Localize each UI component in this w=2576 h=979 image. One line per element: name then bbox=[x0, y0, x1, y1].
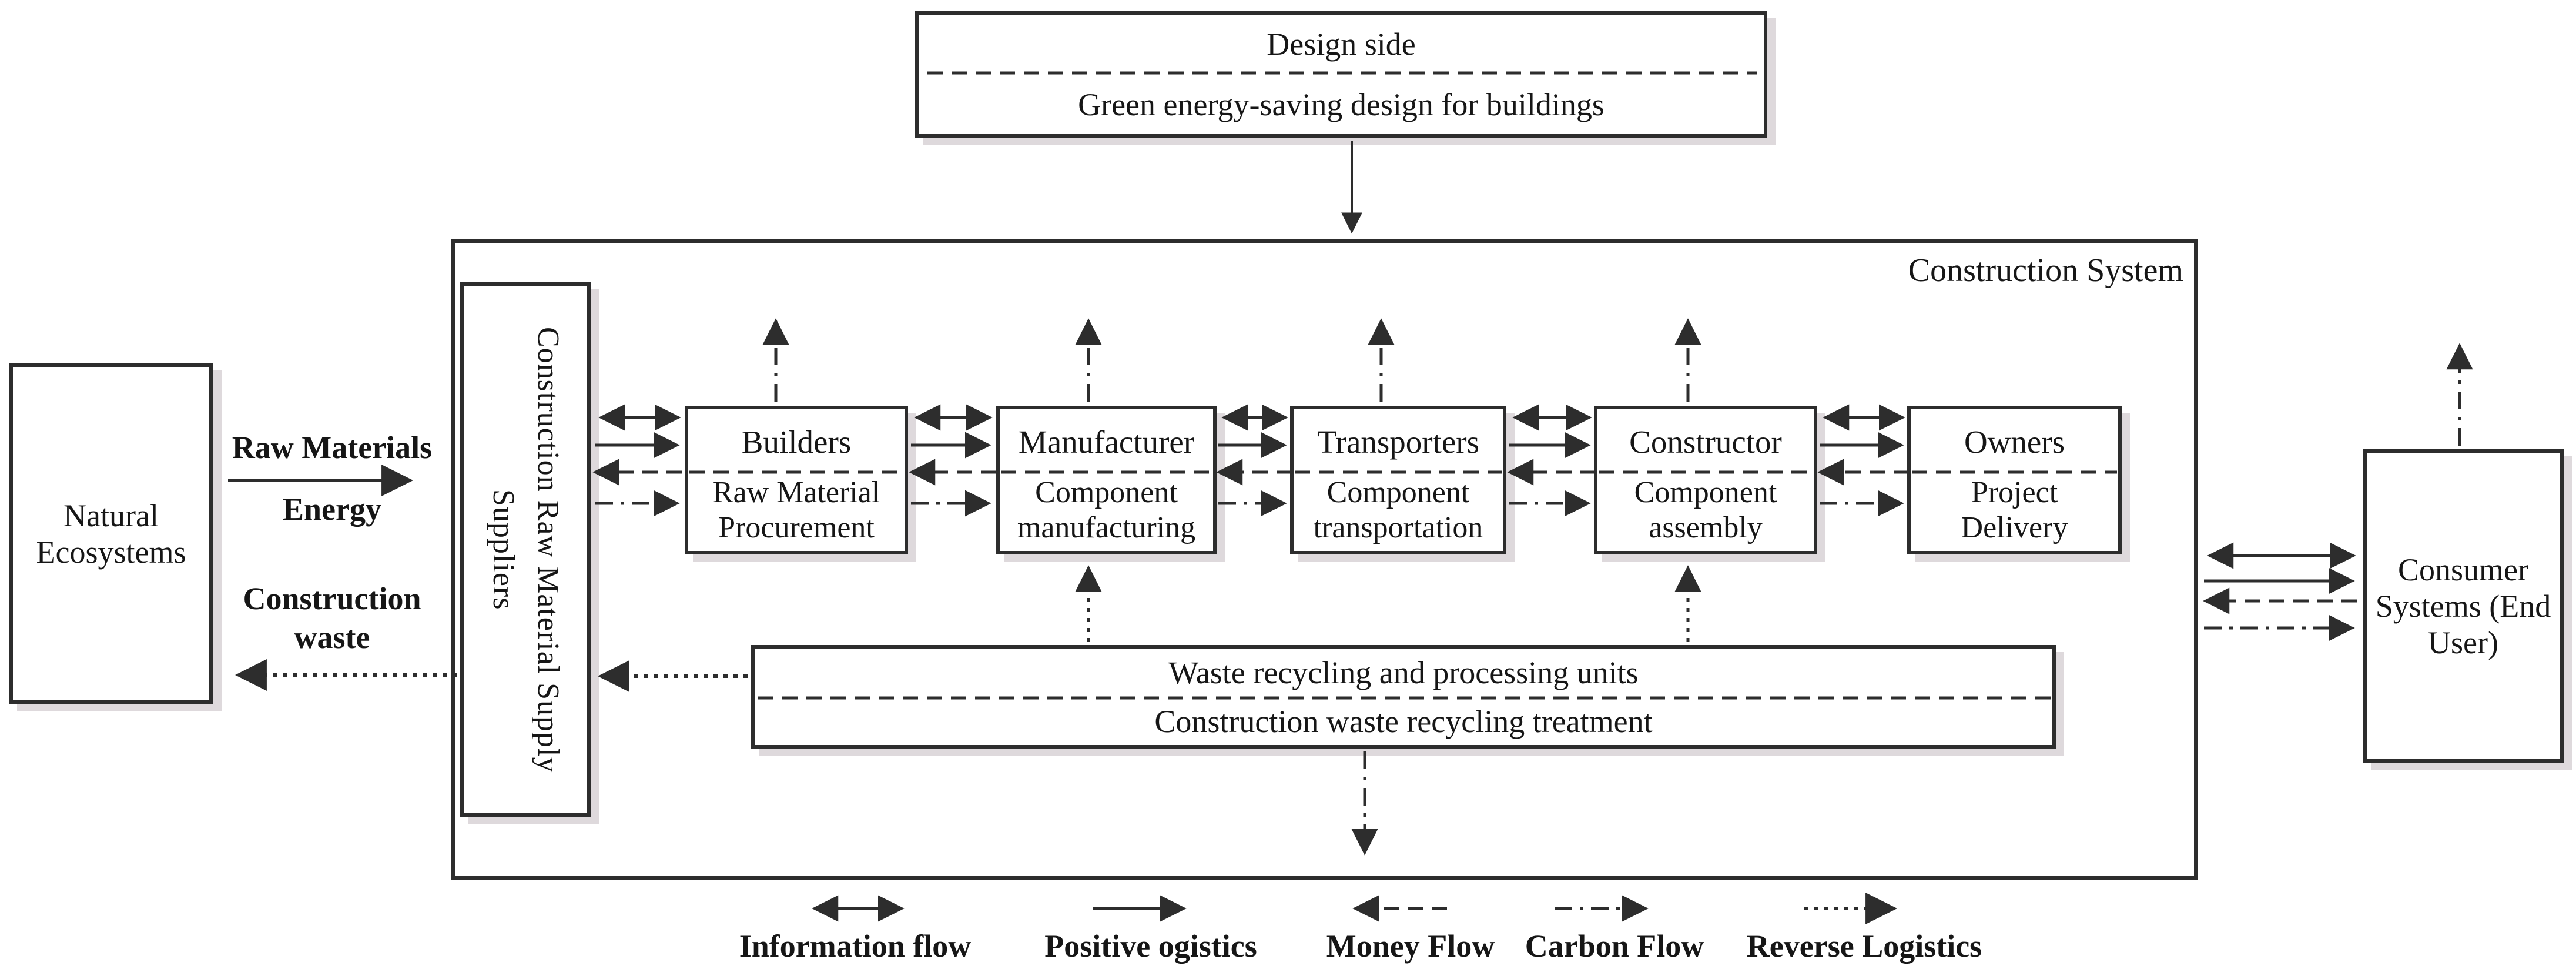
builders-actor: Builders bbox=[741, 423, 852, 460]
consumer-systems-box: Consumer Systems (End User) bbox=[2363, 449, 2564, 763]
construction-system-box bbox=[451, 239, 2198, 880]
transporters-box: Transporters Component transportation bbox=[1290, 406, 1506, 554]
builders-activity: Raw Material Procurement bbox=[712, 475, 880, 544]
legend-money-flow-label: Money Flow bbox=[1326, 928, 1495, 964]
natural-ecosystems-box: Natural Ecosystems bbox=[9, 363, 213, 704]
design-side-subtitle-area: Green energy-saving design for buildings bbox=[919, 75, 1764, 134]
legend-carbon-flow-label: Carbon Flow bbox=[1525, 928, 1704, 964]
constructor-actor: Constructor bbox=[1629, 423, 1782, 460]
legend-positive-logistics-label: Positive ogistics bbox=[1044, 928, 1257, 964]
design-side-box: Design side Green energy-saving design f… bbox=[915, 11, 1767, 138]
design-side-subtitle: Green energy-saving design for buildings bbox=[1078, 86, 1604, 122]
energy-label: Energy bbox=[283, 492, 381, 527]
suppliers-label: Construction Raw Material Supply Supplie… bbox=[487, 326, 565, 773]
waste-title-area: Waste recycling and processing units bbox=[755, 649, 2052, 697]
design-side-title: Design side bbox=[1267, 26, 1416, 62]
natural-ecosystems-label: Natural Ecosystems bbox=[36, 498, 186, 570]
builders-box: Builders Raw Material Procurement bbox=[685, 406, 908, 554]
owners-activity: Project Delivery bbox=[1961, 475, 2068, 544]
waste-recycling-box: Waste recycling and processing units Con… bbox=[751, 645, 2056, 749]
transporters-activity: Component transportation bbox=[1313, 475, 1483, 544]
manufacturer-box: Manufacturer Component manufacturing bbox=[996, 406, 1217, 554]
constructor-activity: Component assembly bbox=[1634, 475, 1777, 544]
transporters-actor: Transporters bbox=[1317, 423, 1480, 460]
owners-actor: Owners bbox=[1964, 423, 2065, 460]
waste-subtitle-area: Construction waste recycling treatment bbox=[755, 698, 2052, 745]
construction-waste-label: Construction waste bbox=[243, 581, 421, 655]
legend-information-flow-label: Information flow bbox=[739, 928, 972, 964]
waste-subtitle: Construction waste recycling treatment bbox=[1154, 704, 1653, 739]
suppliers-box: Construction Raw Material Supply Supplie… bbox=[460, 282, 591, 817]
owners-box: Owners Project Delivery bbox=[1907, 406, 2122, 554]
manufacturer-activity: Component manufacturing bbox=[1017, 475, 1196, 544]
legend-reverse-logistics-label: Reverse Logistics bbox=[1746, 928, 1982, 964]
raw-materials-label: Raw Materials bbox=[232, 430, 433, 465]
manufacturer-actor: Manufacturer bbox=[1018, 423, 1195, 460]
construction-system-label: Construction System bbox=[1908, 252, 2183, 289]
constructor-box: Constructor Component assembly bbox=[1594, 406, 1817, 554]
consumer-systems-label: Consumer Systems (End User) bbox=[2375, 552, 2551, 660]
waste-title: Waste recycling and processing units bbox=[1168, 655, 1639, 690]
design-side-title-area: Design side bbox=[919, 15, 1764, 73]
